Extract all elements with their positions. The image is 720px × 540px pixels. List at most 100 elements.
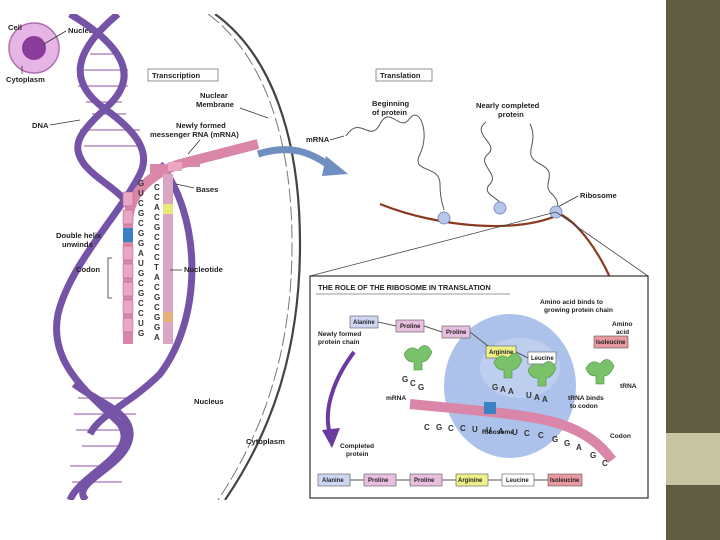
completed-box-label-5: Leucine (506, 478, 529, 484)
dna-base-16: A (154, 333, 160, 342)
inset-trna-binds-2: to codon (570, 403, 598, 410)
label-nuclear-membrane-1: Nuclear (200, 91, 228, 100)
slide-side-band-accent (666, 433, 720, 485)
anticodon-1-base-1: G (402, 375, 408, 384)
label-cytoplasm-top: Cytoplasm (6, 75, 45, 84)
site-box-label-2: Leucine (531, 356, 554, 362)
rna-base-15: U (138, 319, 144, 328)
protein-chains (345, 114, 559, 213)
label-nucleotide: Nucleotide (184, 265, 223, 274)
label-beginning-2: of protein (372, 108, 407, 117)
completed-box-label-1: Alanine (322, 478, 344, 484)
anticodon-1-base-3: G (418, 383, 424, 392)
label-dna: DNA (32, 121, 49, 130)
completed-box-label-4: Arginine (458, 478, 483, 484)
dna-base-12: G (154, 293, 160, 302)
label-nucleus-top: Nucleus (68, 26, 98, 35)
mrna-base-5: U (472, 425, 478, 434)
rna-base-6: G (138, 229, 144, 238)
mrna-base-7: A (498, 427, 504, 436)
dna-base-14: G (154, 313, 160, 322)
mrna-base-1: C (424, 423, 430, 432)
inset-amino-binds-2: growing protein chain (544, 307, 613, 314)
incoming-box-label: Isoleucine (596, 340, 626, 346)
mrna-base-15: C (602, 459, 608, 468)
dna-base-15: G (154, 323, 160, 332)
inset-trna: tRNA (620, 383, 637, 390)
label-double-helix-1: Double helix (56, 231, 102, 240)
rna-base-12: G (138, 289, 144, 298)
label-nearly-2: protein (498, 110, 524, 119)
dna-base-ticks (163, 204, 173, 322)
mrna-strand-transcription (122, 139, 260, 344)
label-codon: Codon (76, 265, 100, 274)
mrna-base-3: C (448, 424, 454, 433)
site-box-label-1: Arginine (489, 350, 514, 356)
rna-base-7: G (138, 239, 144, 248)
anticodon-3-base-3: A (542, 395, 548, 404)
inset-amino-acid-1: Amino (612, 321, 633, 328)
dna-base-3: A (154, 203, 160, 212)
inset-mrna: mRNA (386, 395, 406, 402)
mrna-base-12: G (564, 439, 570, 448)
dna-helix (53, 10, 196, 503)
ribosome-inset: THE ROLE OF THE RIBOSOME IN TRANSLATION … (309, 275, 649, 499)
inset-trna-binds-1: tRNA binds (568, 395, 604, 402)
cell-icon (8, 22, 60, 74)
inset-ribosome: Ribosome (482, 429, 514, 436)
anticodon-2-base-2: A (500, 385, 506, 394)
label-newly-formed-1: Newly formed (176, 121, 226, 130)
rna-base-10: G (138, 269, 144, 278)
mrna-base-14: G (590, 451, 596, 460)
rna-base-9: U (138, 259, 144, 268)
label-mrna-top: mRNA (306, 135, 330, 144)
rna-base-1: G (138, 179, 144, 188)
dna-base-5: G (154, 223, 160, 232)
completed-box-label-3: Proline (414, 478, 435, 484)
mrna-base-9: C (524, 429, 530, 438)
completed-box-label-6: Isoleucine (550, 478, 580, 484)
mrna-strand-translation (379, 202, 614, 283)
label-nuclear-membrane-2: Membrane (196, 100, 234, 109)
label-newly-formed-2: messenger RNA (mRNA) (150, 130, 239, 139)
anticodon-1-base-2: C (410, 379, 416, 388)
completed-box-label-2: Proline (368, 478, 389, 484)
label-cell: Cell (8, 23, 22, 32)
nuclear-membrane (214, 13, 302, 501)
rna-base-3: C (138, 199, 144, 208)
label-beginning-1: Beginning (372, 99, 409, 108)
inset-completed-1: Completed (340, 443, 374, 450)
inset-newly-chain-1: Newly formed (318, 331, 361, 338)
mrna-base-2: G (436, 423, 442, 432)
mrna-base-8: U (512, 428, 518, 437)
label-transcription: Transcription (152, 71, 200, 80)
dna-base-9: T (154, 263, 159, 272)
label-ribosome-top: Ribosome (580, 191, 617, 200)
mrna-base-4: C (460, 424, 466, 433)
mrna-base-11: G (552, 435, 558, 444)
rna-base-5: C (138, 219, 144, 228)
label-nearly-1: Nearly completed (476, 101, 540, 110)
chain-box-label-1: Alanine (353, 320, 375, 326)
dna-base-6: C (154, 233, 160, 242)
dna-base-2: C (154, 193, 160, 202)
nuclear-membrane-inner (207, 13, 293, 501)
chain-box-label-2: Proline (400, 324, 421, 330)
mrna-base-10: C (538, 431, 544, 440)
label-bases: Bases (196, 185, 218, 194)
trna-shapes (403, 345, 615, 387)
mrna-base-13: A (576, 443, 582, 452)
mrna-base-6: U (486, 426, 492, 435)
anticodon-3-base-1: U (526, 391, 532, 400)
rna-base-16: G (138, 329, 144, 338)
label-cytoplasm-bottom: Cytoplasm (246, 437, 285, 446)
dna-base-4: C (154, 213, 160, 222)
dna-base-13: C (154, 303, 160, 312)
rna-base-8: A (138, 249, 144, 258)
dna-base-10: A (154, 273, 160, 282)
label-translation: Translation (380, 71, 421, 80)
protein-synthesis-diagram: Cell Nucleus Cytoplasm DNA Transcription… (0, 10, 660, 503)
